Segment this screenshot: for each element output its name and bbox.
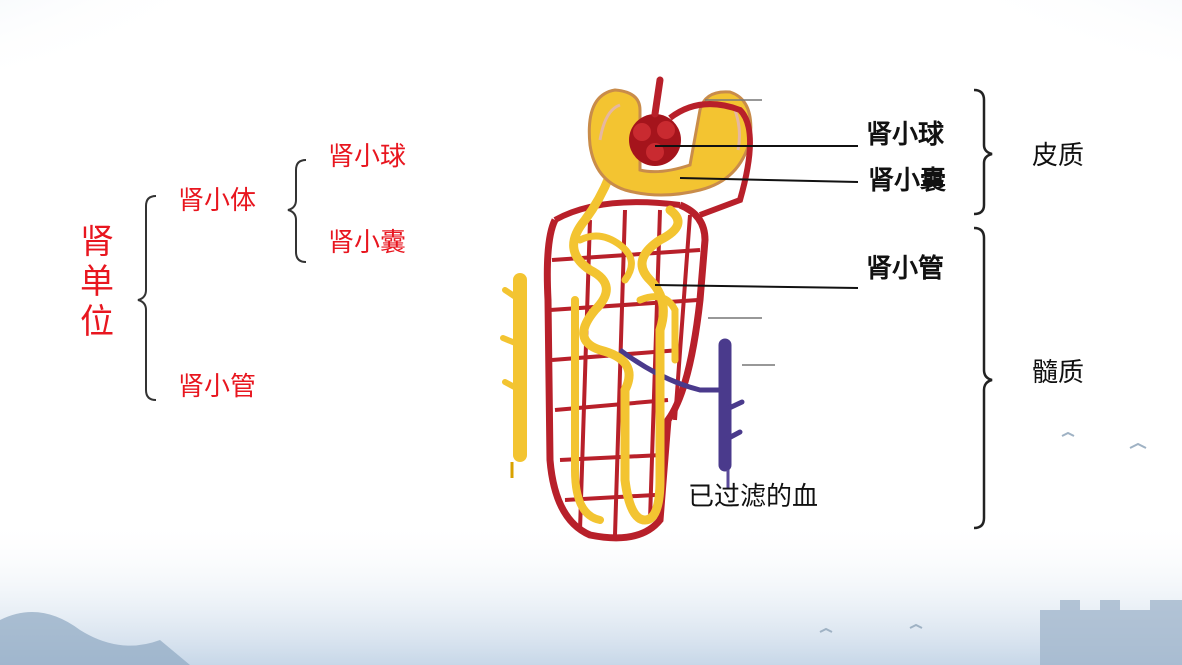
label-renal-tubule: 肾小管	[866, 254, 945, 284]
bird-icon	[909, 623, 923, 629]
outline-brace-root	[137, 195, 157, 401]
corner-cloud-right	[862, 0, 1182, 110]
outline-root-label: 肾单位	[80, 222, 114, 342]
medulla-bracket	[973, 226, 993, 530]
bird-icon	[1129, 442, 1147, 449]
nephron-illustration	[500, 76, 753, 542]
region-cortex: 皮质	[1032, 141, 1085, 171]
leader-line-tubule	[654, 284, 859, 289]
bowmans-capsule	[587, 88, 753, 197]
corner-cloud-left	[0, 0, 300, 120]
bird-icon	[819, 627, 833, 633]
outline-brace-renal-corpuscle	[287, 159, 307, 263]
great-wall-silhouette	[1040, 600, 1182, 665]
label-bowmans-capsule: 肾小囊	[868, 166, 947, 196]
label-glomerulus: 肾小球	[866, 120, 945, 150]
bottom-fog	[0, 520, 1182, 665]
outline-bowmans-capsule: 肾小囊	[328, 228, 407, 258]
outline-glomerulus: 肾小球	[328, 142, 407, 172]
snow-tree-left	[0, 612, 190, 665]
region-medulla: 髓质	[1032, 358, 1085, 388]
peritubular-capillary	[543, 201, 709, 542]
label-filtered-blood: 已过滤的血	[688, 482, 819, 512]
afferent-arteriole	[651, 76, 664, 118]
cortex-bracket	[973, 88, 993, 216]
bird-icon	[1061, 431, 1075, 437]
outline-renal-tubule: 肾小管	[178, 372, 257, 402]
outline-renal-corpuscle: 肾小体	[178, 186, 257, 216]
renal-tubule	[569, 170, 683, 525]
efferent-arteriole	[668, 101, 753, 218]
leader-line-capsule	[679, 177, 859, 183]
